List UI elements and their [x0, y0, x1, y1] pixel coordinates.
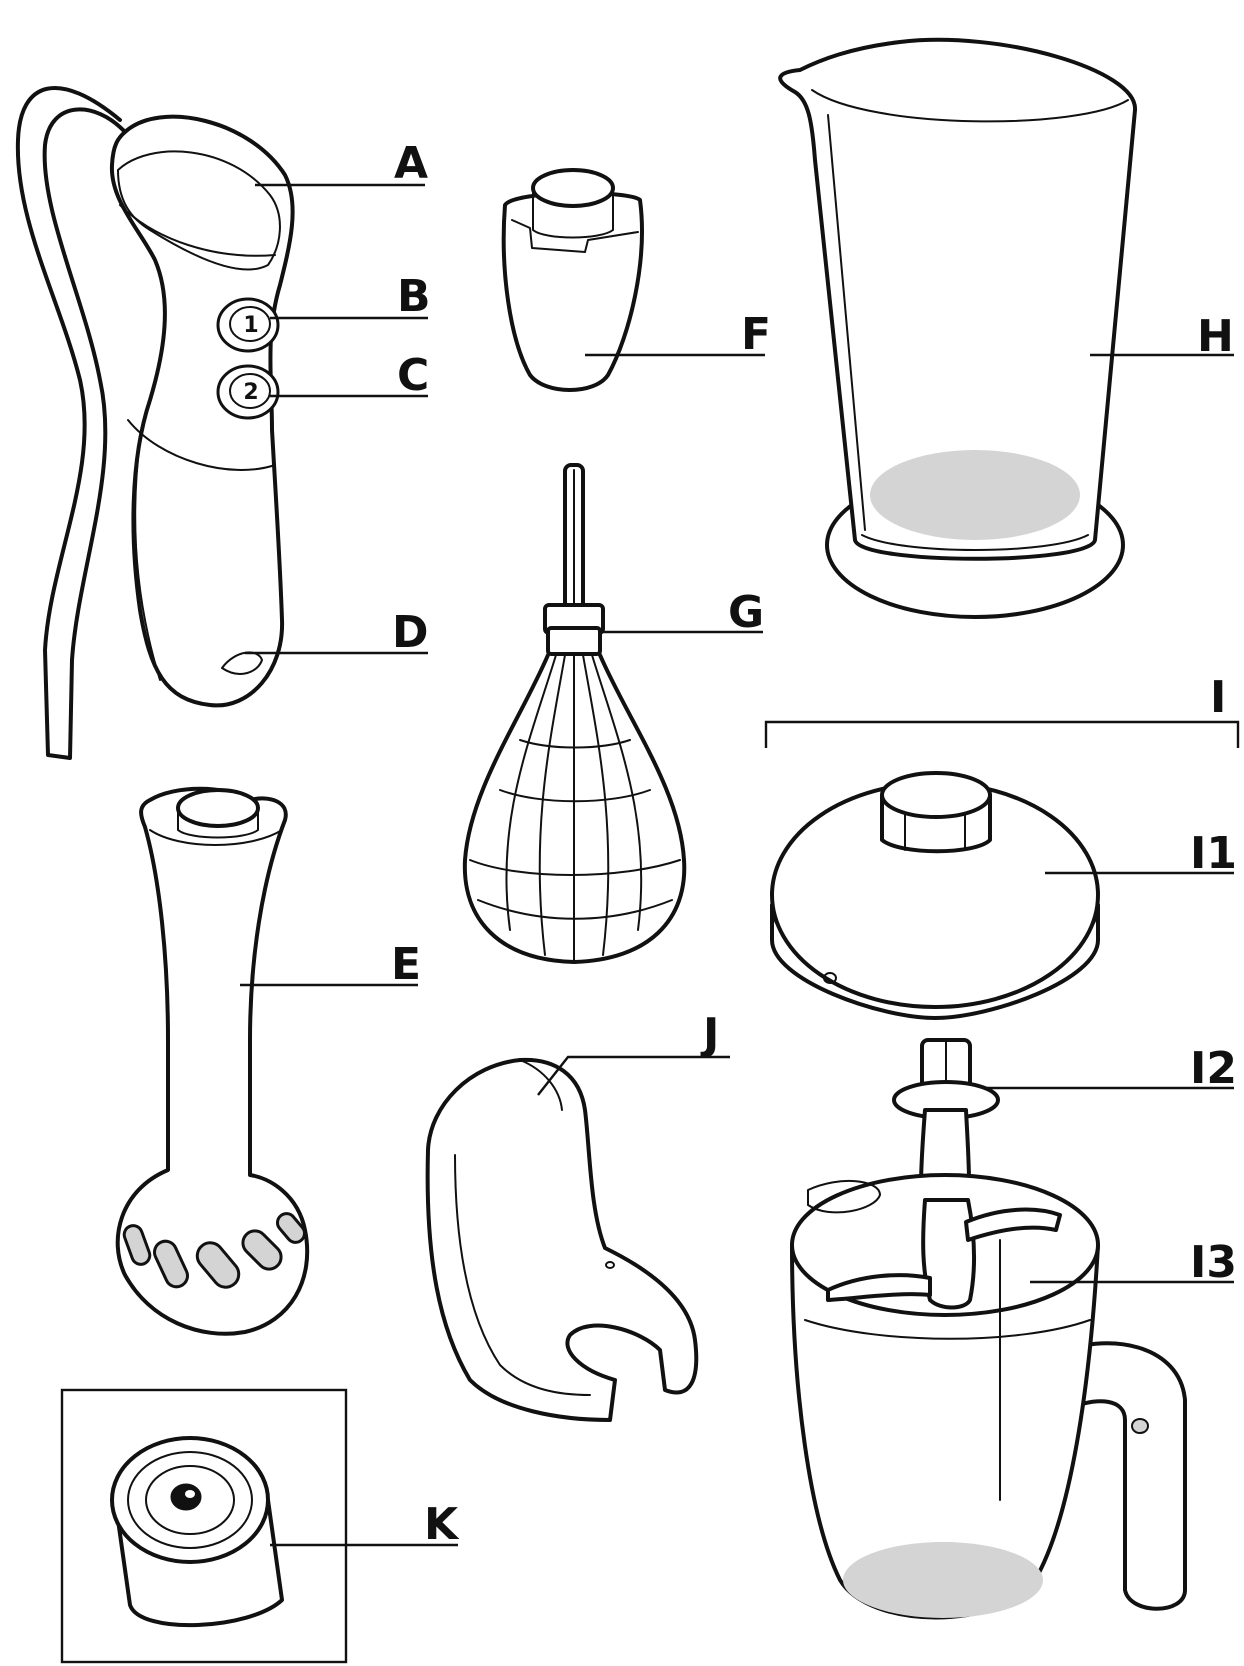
holder-drawing: [428, 1060, 697, 1420]
coupling-drawing: [504, 170, 642, 390]
label-B: B: [397, 271, 431, 322]
speed-1-button-label: 1: [243, 313, 258, 338]
label-F: F: [741, 309, 771, 360]
label-I: I: [1210, 672, 1226, 723]
label-H: H: [1197, 311, 1234, 362]
blender-shaft-drawing: [118, 789, 308, 1334]
label-C: C: [397, 350, 429, 401]
label-I1: I1: [1190, 828, 1237, 879]
label-G: G: [728, 587, 764, 638]
small-part-drawing: [112, 1438, 282, 1625]
chopper-group-bracket: [766, 722, 1238, 748]
label-A: A: [394, 138, 428, 189]
label-J: J: [700, 1009, 719, 1060]
chopper-lid-drawing: [772, 773, 1098, 1018]
speed-2-button-label: 2: [243, 380, 258, 405]
beaker-drawing: [780, 40, 1135, 617]
label-D: D: [392, 607, 429, 658]
label-E: E: [391, 939, 421, 990]
label-I2: I2: [1190, 1043, 1237, 1094]
motor-unit-drawing: [18, 88, 293, 758]
label-I3: I3: [1190, 1237, 1237, 1288]
label-K: K: [424, 1499, 460, 1550]
whisk-drawing: [465, 465, 684, 962]
chopper-bowl-drawing: [792, 1175, 1185, 1618]
